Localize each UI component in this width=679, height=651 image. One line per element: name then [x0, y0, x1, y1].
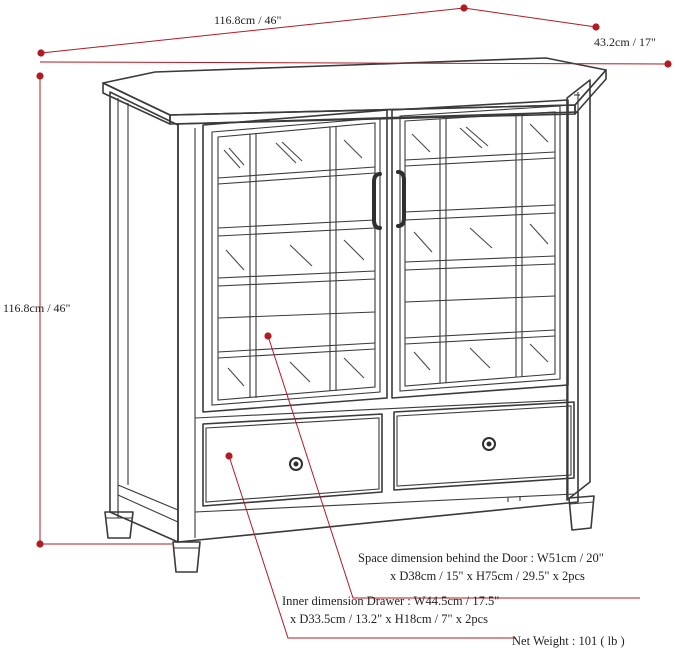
door-handles: [372, 170, 406, 230]
drawer-line2: x D33.5cm / 13.2" x H18cm / 7" x 2pcs: [290, 612, 488, 626]
right-door-shelves: [404, 204, 556, 303]
cabinet-base: [117, 485, 576, 518]
height-dimension: 116.8cm / 46": [3, 72, 172, 548]
cabinet-left-side: [109, 91, 179, 543]
left-door-mullions: [217, 126, 376, 398]
right-drawer: [393, 401, 575, 491]
right-door-glass-reflections: [411, 123, 549, 371]
cabinet-legs: [104, 495, 595, 573]
door-space-line1: Space dimension behind the Door : W51cm …: [358, 551, 604, 565]
drawer-rail: [194, 399, 569, 419]
door-space-callout: Space dimension behind the Door : W51cm …: [264, 332, 640, 599]
right-door-mullions: [404, 114, 556, 383]
height-label: 116.8cm / 46": [3, 301, 71, 315]
depth-dimension: 43.2cm / 17": [39, 7, 672, 68]
left-glass-door: [202, 109, 388, 413]
width-dimension: 116.8cm / 46": [37, 4, 468, 57]
cabinet-front-frame: [177, 79, 591, 543]
cabinet-drawing: [102, 57, 607, 573]
door-space-line2: x D38cm / 15" x H75cm / 29.5" x 2pcs: [390, 569, 585, 583]
net-weight-label: Net Weight : 101 ( lb ): [512, 634, 625, 648]
width-label: 116.8cm / 46": [214, 13, 282, 27]
left-drawer: [202, 413, 383, 507]
left-door-shelves: [217, 219, 376, 319]
drawer-line1: Inner dimension Drawer : W44.5cm / 17.5": [282, 594, 499, 608]
depth-label: 43.2cm / 17": [594, 35, 656, 49]
drawer-callout: Inner dimension Drawer : W44.5cm / 17.5"…: [225, 452, 515, 639]
right-glass-door: [391, 99, 569, 399]
left-door-glass-reflections: [223, 139, 365, 387]
